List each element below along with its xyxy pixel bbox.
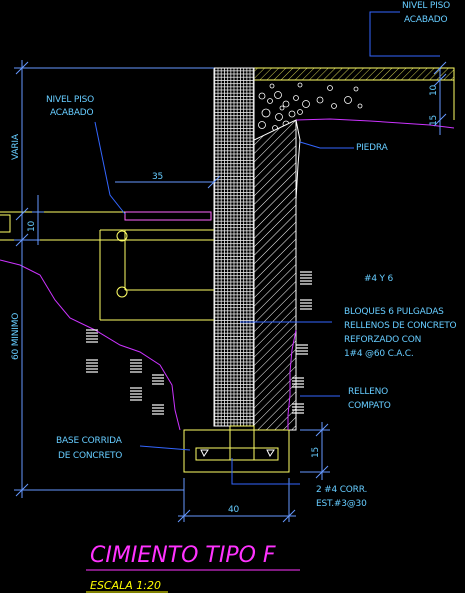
compacted-fill	[253, 119, 297, 431]
label-rebar-1: 2 #4 CORR.	[316, 485, 367, 495]
dim-60-minimo: 60 MINIMO	[11, 313, 21, 360]
label-bloques-1: BLOQUES 6 PULGADAS	[344, 307, 444, 317]
label-relleno-2: COMPATO	[348, 401, 391, 411]
dim-varia: VARIA	[11, 133, 21, 160]
label-rebar-mark: #4 Y 6	[364, 274, 393, 284]
block-wall	[213, 67, 255, 427]
label-relleno-1: RELLENO	[348, 387, 388, 397]
label-nivel-piso-left-2: ACABADO	[50, 108, 94, 118]
dim-15-base: 15	[311, 447, 321, 458]
soil-symbols	[86, 271, 312, 415]
title-block: CIMIENTO TIPO F ESCALA 1:20	[86, 543, 300, 593]
stone-fill	[236, 82, 363, 131]
label-bloques-4: 1#4 @60 C.A.C.	[344, 349, 414, 359]
leader-lines	[94, 11, 440, 485]
ground-line-left	[0, 259, 181, 431]
label-piedra: PIEDRA	[356, 143, 389, 153]
ground-line-right	[287, 329, 297, 430]
label-nivel-piso-left-1: NIVEL PISO	[46, 95, 94, 105]
dimension-lines	[14, 60, 447, 523]
label-bloques-3: REFORZADO CON	[344, 335, 421, 345]
drawing-scale: ESCALA 1:20	[90, 579, 161, 592]
label-nivel-piso-top-1: NIVEL PISO	[402, 1, 450, 11]
dim-15-right: 15	[429, 115, 439, 126]
dimension-texts: VARIA 60 MINIMO 35 10 10 15 15 40	[11, 84, 439, 515]
label-rebar-2: EST.#3@30	[316, 499, 367, 509]
label-base-1: BASE CORRIDA	[56, 436, 123, 446]
label-base-2: DE CONCRETO	[58, 451, 122, 461]
dim-10-right: 10	[429, 84, 439, 96]
label-bloques-2: RELLENOS DE CONCRETO	[344, 321, 457, 331]
label-nivel-piso-top-2: ACABADO	[404, 15, 448, 25]
dim-40: 40	[228, 505, 240, 515]
drawing-title: CIMIENTO TIPO F	[90, 543, 276, 568]
footing	[183, 425, 290, 473]
dim-35: 35	[152, 172, 163, 182]
labels: NIVEL PISO ACABADO NIVEL PISO ACABADO PI…	[46, 1, 457, 509]
left-floor	[0, 211, 214, 321]
dim-10-left: 10	[27, 220, 37, 232]
